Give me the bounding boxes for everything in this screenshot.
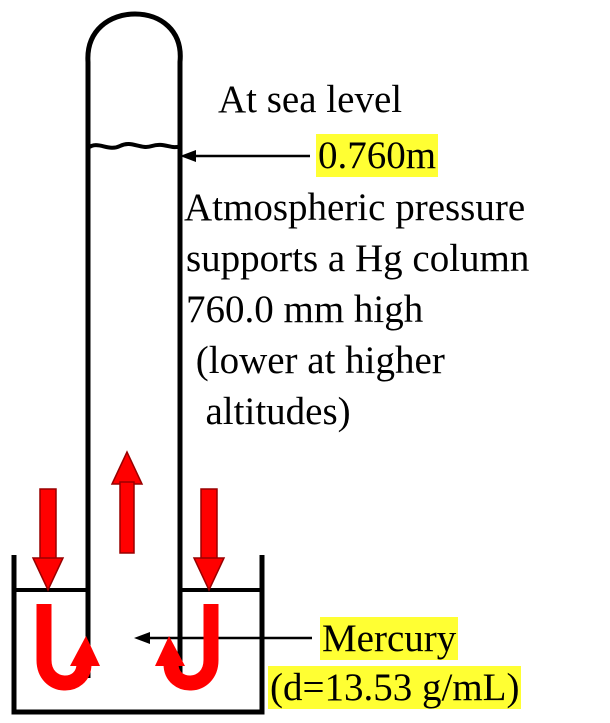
height-value-label: 0.760m	[316, 134, 439, 178]
down-arrow-right	[192, 488, 226, 592]
pressure-line-2: supports a Hg column	[186, 237, 530, 280]
down-arrow-left	[31, 488, 65, 592]
mercury-meniscus	[86, 142, 181, 150]
pressure-line-5: altitudes)	[186, 390, 351, 433]
pressure-line-3: 760.0 mm high	[186, 288, 424, 331]
mercury-text: Mercury	[320, 617, 459, 660]
height-value: 0.760m	[316, 134, 439, 177]
up-arrow-center	[110, 450, 144, 554]
curved-arrow-left	[36, 604, 100, 691]
mercury-label: Mercury	[320, 617, 459, 661]
tube-top-cap	[85, 11, 183, 678]
pressure-line-1: Atmospheric pressure	[184, 186, 526, 229]
density-label: (d=13.53 g/mL)	[268, 666, 522, 710]
pressure-line-4: (lower at higher	[186, 339, 445, 382]
mercury-pointer-arrow	[134, 632, 312, 644]
height-pointer-arrow	[180, 150, 310, 162]
mercury-dish	[11, 555, 265, 715]
curved-arrow-right	[155, 604, 219, 691]
sea-level-label: At sea level	[218, 78, 403, 121]
density-text: (d=13.53 g/mL)	[268, 666, 522, 709]
